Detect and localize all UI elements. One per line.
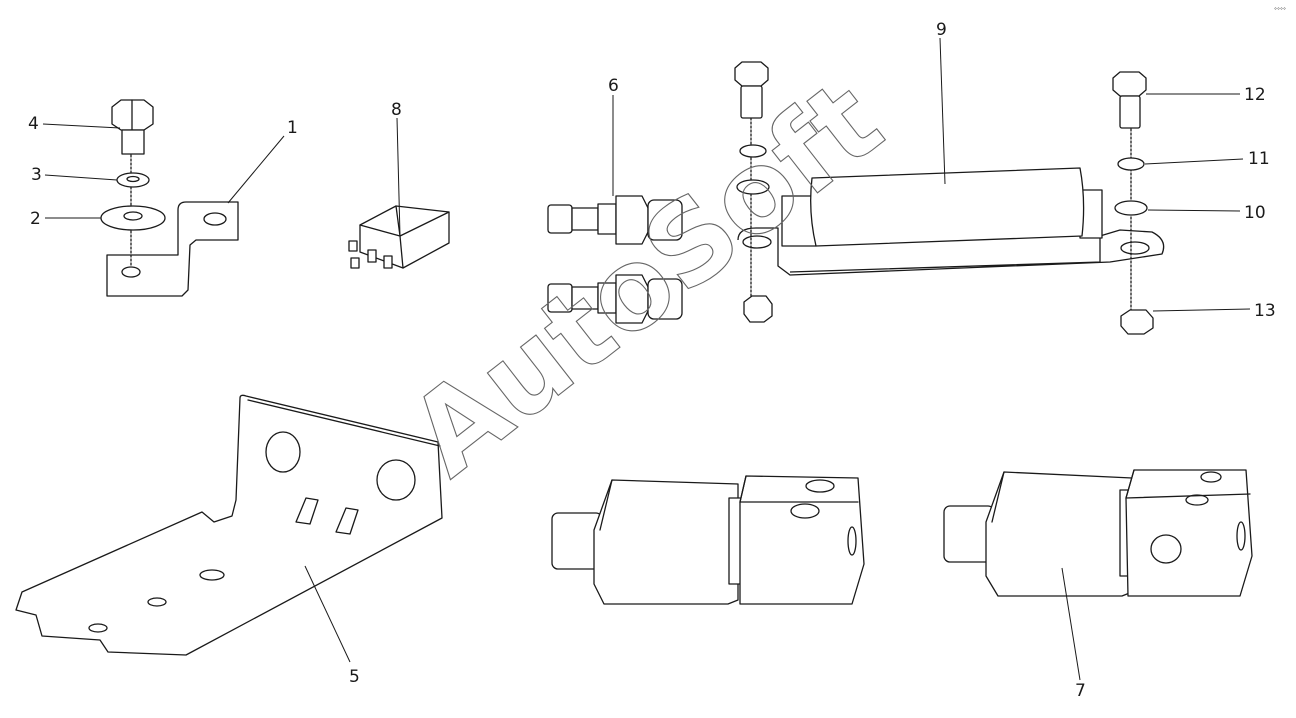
left-fastener-stack — [734, 61, 773, 323]
callout-5: 5 — [349, 667, 360, 687]
nut-part-13 — [1120, 309, 1154, 335]
right-fastener-stack — [1112, 71, 1154, 335]
bolt-part-4 — [111, 99, 154, 155]
callout-12: 12 — [1244, 85, 1266, 105]
leader-lines — [42, 37, 1251, 681]
module-part-9 — [737, 167, 1165, 276]
callout-2: 2 — [30, 209, 41, 229]
callout-1: 1 — [287, 118, 298, 138]
washer-part-3 — [116, 172, 150, 188]
callout-8: 8 — [391, 100, 402, 120]
bracket-assembly — [100, 99, 239, 297]
callout-3: 3 — [31, 165, 42, 185]
bolt-part-12 — [1112, 71, 1147, 129]
washer-part-2 — [100, 205, 166, 231]
callout-11: 11 — [1248, 149, 1270, 169]
sensor-part-6-upper — [547, 195, 683, 245]
callout-4: 4 — [28, 114, 39, 134]
washer-part-10 — [1114, 200, 1148, 216]
callouts: 1 2 3 4 5 6 7 8 9 10 11 12 13 — [28, 20, 1276, 701]
valve-part-7-left — [551, 475, 865, 605]
valve-part-7-right — [943, 469, 1253, 597]
callout-7: 7 — [1075, 681, 1086, 701]
corner-mark: °°°° — [1274, 7, 1286, 14]
callout-10: 10 — [1244, 203, 1266, 223]
relay-part-8 — [348, 205, 450, 269]
callout-9: 9 — [936, 20, 947, 40]
sensor-part-6-lower — [547, 274, 683, 324]
bracket-plate-part-5 — [15, 394, 443, 656]
callout-13: 13 — [1254, 301, 1276, 321]
watermark: AutoSoft — [387, 56, 906, 501]
callout-6: 6 — [608, 76, 619, 96]
washer-part-11 — [1117, 157, 1145, 171]
